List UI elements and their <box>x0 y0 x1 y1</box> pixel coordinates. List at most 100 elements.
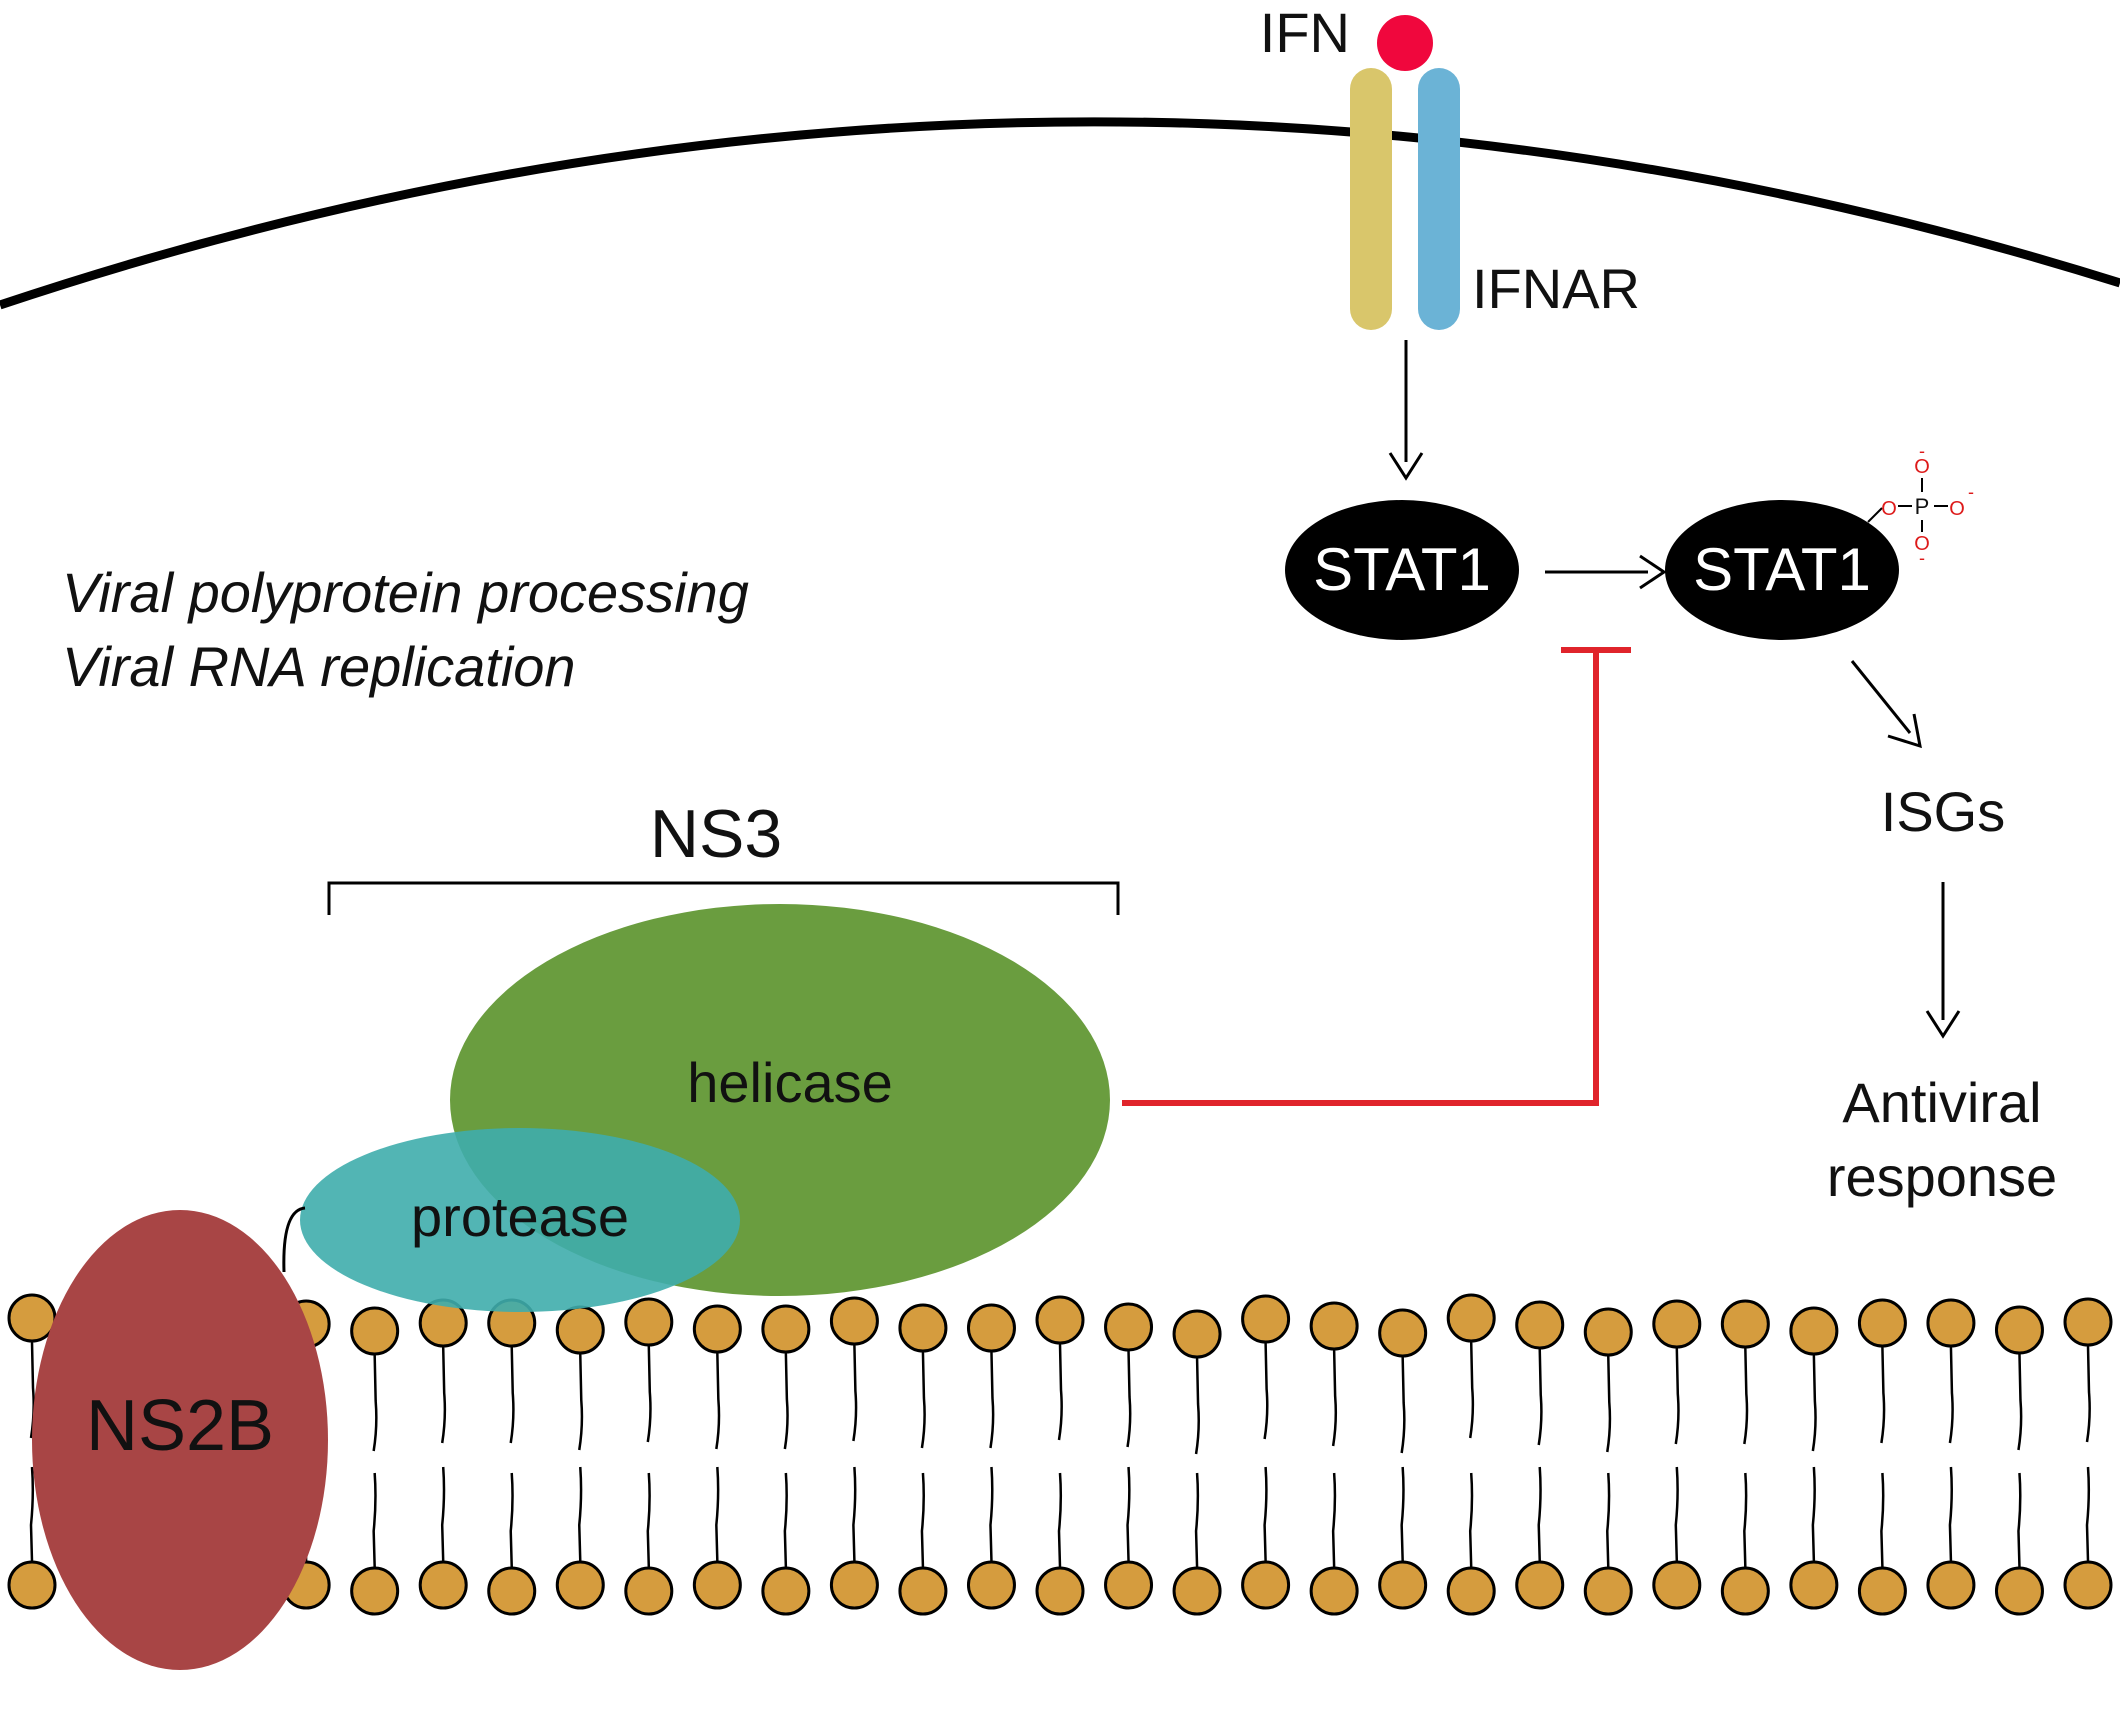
lipid-tail <box>578 1353 584 1451</box>
ns3-label: NS3 <box>650 796 782 872</box>
lipid-head <box>1926 1560 1976 1610</box>
inhibition-line <box>1122 647 1631 1106</box>
lipid-head <box>966 1303 1016 1353</box>
lipid-tail <box>509 1346 515 1444</box>
lipid-tail <box>440 1346 447 1444</box>
phosphate-o-left: O <box>1881 498 1897 520</box>
cell-membrane-curve <box>0 117 2120 310</box>
stat1-label: STAT1 <box>1313 536 1491 603</box>
lipid-tail <box>1057 1343 1063 1441</box>
lipid-head <box>7 1560 57 1610</box>
lipid-tail <box>1948 1466 1953 1562</box>
lipid-head <box>1446 1293 1496 1343</box>
lipid-head <box>1994 1566 2044 1616</box>
lipid-tail <box>1948 1346 1954 1444</box>
isgs-label: ISGs <box>1881 780 2005 843</box>
antiviral-response-line2: response <box>1827 1145 2057 1208</box>
arrow-pstat1-to-isgs <box>1850 660 1922 749</box>
lipid-tail <box>372 1354 378 1452</box>
lipid-head <box>487 1566 537 1616</box>
lipid-head <box>1789 1560 1839 1610</box>
lipid-head <box>1035 1295 1085 1345</box>
lipid-tail <box>646 1345 652 1443</box>
lipid-head <box>692 1560 742 1610</box>
lipid-tail <box>1811 1466 1816 1562</box>
lipid-tail <box>852 1466 857 1562</box>
lipid-head <box>624 1297 674 1347</box>
lipid-tail <box>646 1472 651 1568</box>
lipid-head <box>1515 1560 1565 1610</box>
lipid-tail <box>715 1466 720 1562</box>
ns3-protease-domain <box>300 1128 740 1312</box>
ifnar-chain-left <box>1350 68 1392 330</box>
lipid-head <box>7 1293 57 1343</box>
lipid-tail <box>1263 1466 1268 1562</box>
lipid-tail <box>1537 1348 1543 1446</box>
lipid-tail <box>783 1352 789 1450</box>
phosphate-minus-bottom: - <box>1919 548 1925 568</box>
lipid-tail <box>1126 1350 1132 1448</box>
lipid-head <box>1309 1566 1359 1616</box>
phosphate-minus-top: - <box>1919 441 1925 461</box>
lipid-tail <box>1057 1472 1063 1568</box>
lipid-head <box>829 1296 879 1346</box>
lipid-tail <box>2085 1466 2091 1562</box>
antiviral-response-line1: Antiviral <box>1842 1071 2041 1134</box>
lipid-tail <box>715 1352 721 1450</box>
lipid-head <box>1857 1298 1907 1348</box>
lipid-head <box>898 1303 948 1353</box>
lipid-tail <box>578 1466 583 1562</box>
lipid-tail <box>1331 1472 1337 1568</box>
lipid-tail <box>1674 1466 1679 1562</box>
lipid-tail <box>989 1351 995 1449</box>
arrow-ifnar-to-stat1 <box>1388 340 1424 481</box>
lipid-head <box>1241 1294 1291 1344</box>
lipid-head <box>1720 1299 1770 1349</box>
lipid-tail <box>989 1466 994 1562</box>
lipid-head <box>1104 1560 1154 1610</box>
lipid-tail <box>1194 1472 1200 1568</box>
function-text-line1: Viral polyprotein processing <box>62 561 749 624</box>
lipid-tail <box>509 1472 514 1568</box>
lipid-tail <box>1400 1466 1405 1562</box>
arrow-isgs-to-response <box>1925 882 1961 1039</box>
lipid-head <box>1652 1560 1702 1610</box>
phosphate-group: O P O - O - O - <box>1867 441 1974 568</box>
ifnar-label: IFNAR <box>1472 257 1640 320</box>
ns3-bracket <box>327 881 1120 915</box>
lipid-head <box>1583 1307 1633 1357</box>
lipid-head <box>1583 1566 1633 1616</box>
phosphate-o-right: O <box>1949 498 1965 520</box>
ifnar-chain-right <box>1418 68 1460 330</box>
lipid-tail <box>920 1351 926 1449</box>
function-text-line2: Viral RNA replication <box>62 635 576 698</box>
lipid-head <box>761 1566 811 1616</box>
lipid-tail <box>1468 1472 1474 1568</box>
phosphate-minus-right: - <box>1968 482 1974 502</box>
lipid-head <box>1789 1306 1839 1356</box>
lipid-head <box>966 1560 1016 1610</box>
lipid-tail <box>852 1344 858 1442</box>
lipid-head <box>1035 1566 1085 1616</box>
lipid-tail <box>1880 1346 1886 1444</box>
phosphate-o-top: O <box>1914 456 1930 478</box>
lipid-head <box>1172 1566 1222 1616</box>
lipid-head <box>761 1304 811 1354</box>
lipid-tail <box>1194 1357 1200 1455</box>
lipid-head <box>1104 1302 1154 1352</box>
lipid-tail <box>1743 1347 1749 1445</box>
lipid-tail <box>1606 1472 1611 1568</box>
lipid-head <box>350 1566 400 1616</box>
lipid-head <box>1378 1560 1428 1610</box>
stat1-phosphorylated-node <box>1665 500 1899 640</box>
lipid-tail <box>372 1472 377 1568</box>
lipid-tail <box>783 1472 788 1568</box>
stat1-phosphorylated-label: STAT1 <box>1693 536 1871 603</box>
lipid-tail <box>1537 1466 1542 1562</box>
ifn-ligand <box>1377 15 1433 71</box>
lipid-head <box>1857 1566 1907 1616</box>
lipid-tail <box>1331 1349 1338 1447</box>
lipid-tail <box>2017 1353 2023 1451</box>
lipid-head <box>1309 1301 1359 1351</box>
